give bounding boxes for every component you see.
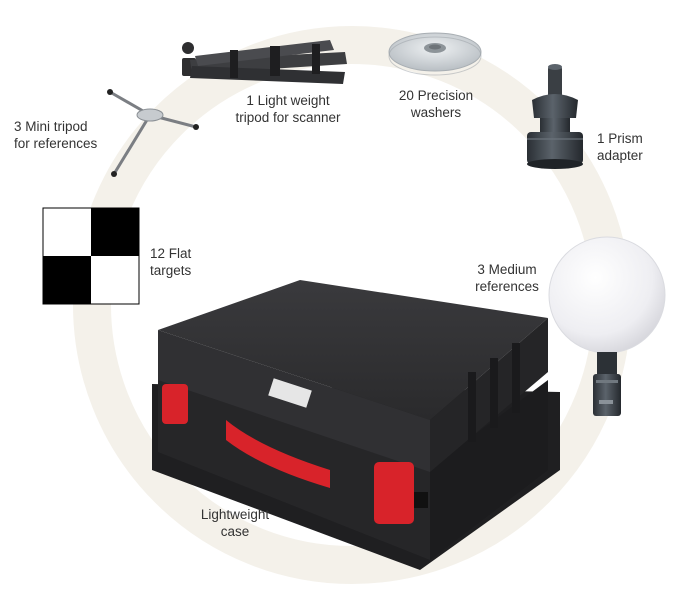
label-line: tripod for scanner <box>235 110 341 125</box>
medium-reference-sphere-image <box>548 236 666 416</box>
label-line: targets <box>150 263 192 278</box>
label-line: 3 Medium <box>477 262 537 277</box>
label-line: washers <box>410 105 462 120</box>
label-line: 12 Flat <box>150 246 192 261</box>
flat-target-image <box>42 207 140 305</box>
label-line: 20 Precision <box>398 88 474 103</box>
label-line: case <box>220 524 250 539</box>
precision-washer-image <box>388 32 482 76</box>
label-line: 1 Light weight <box>246 93 330 108</box>
label-washers: 20 Precision washers <box>392 87 480 121</box>
label-scanner-tripod: 1 Light weight tripod for scanner <box>232 92 344 126</box>
label-prism-adapter: 1 Prism adapter <box>597 130 643 164</box>
mini-tripod-image <box>107 89 199 177</box>
scanner-tripod-image <box>182 40 347 84</box>
lightweight-case-image <box>152 280 560 570</box>
label-line: for references <box>14 136 98 151</box>
label-flat-targets: 12 Flat targets <box>150 245 191 279</box>
label-line: references <box>475 279 539 294</box>
label-line: 3 Mini tripod <box>14 119 88 134</box>
prism-adapter-image <box>527 64 583 169</box>
label-mini-tripod: 3 Mini tripod for references <box>14 118 97 152</box>
label-case: Lightweight case <box>190 506 280 540</box>
label-line: Lightweight <box>200 507 270 522</box>
label-line: 1 Prism <box>597 131 643 146</box>
label-line: adapter <box>597 148 643 163</box>
label-medium-references: 3 Medium references <box>468 261 546 295</box>
